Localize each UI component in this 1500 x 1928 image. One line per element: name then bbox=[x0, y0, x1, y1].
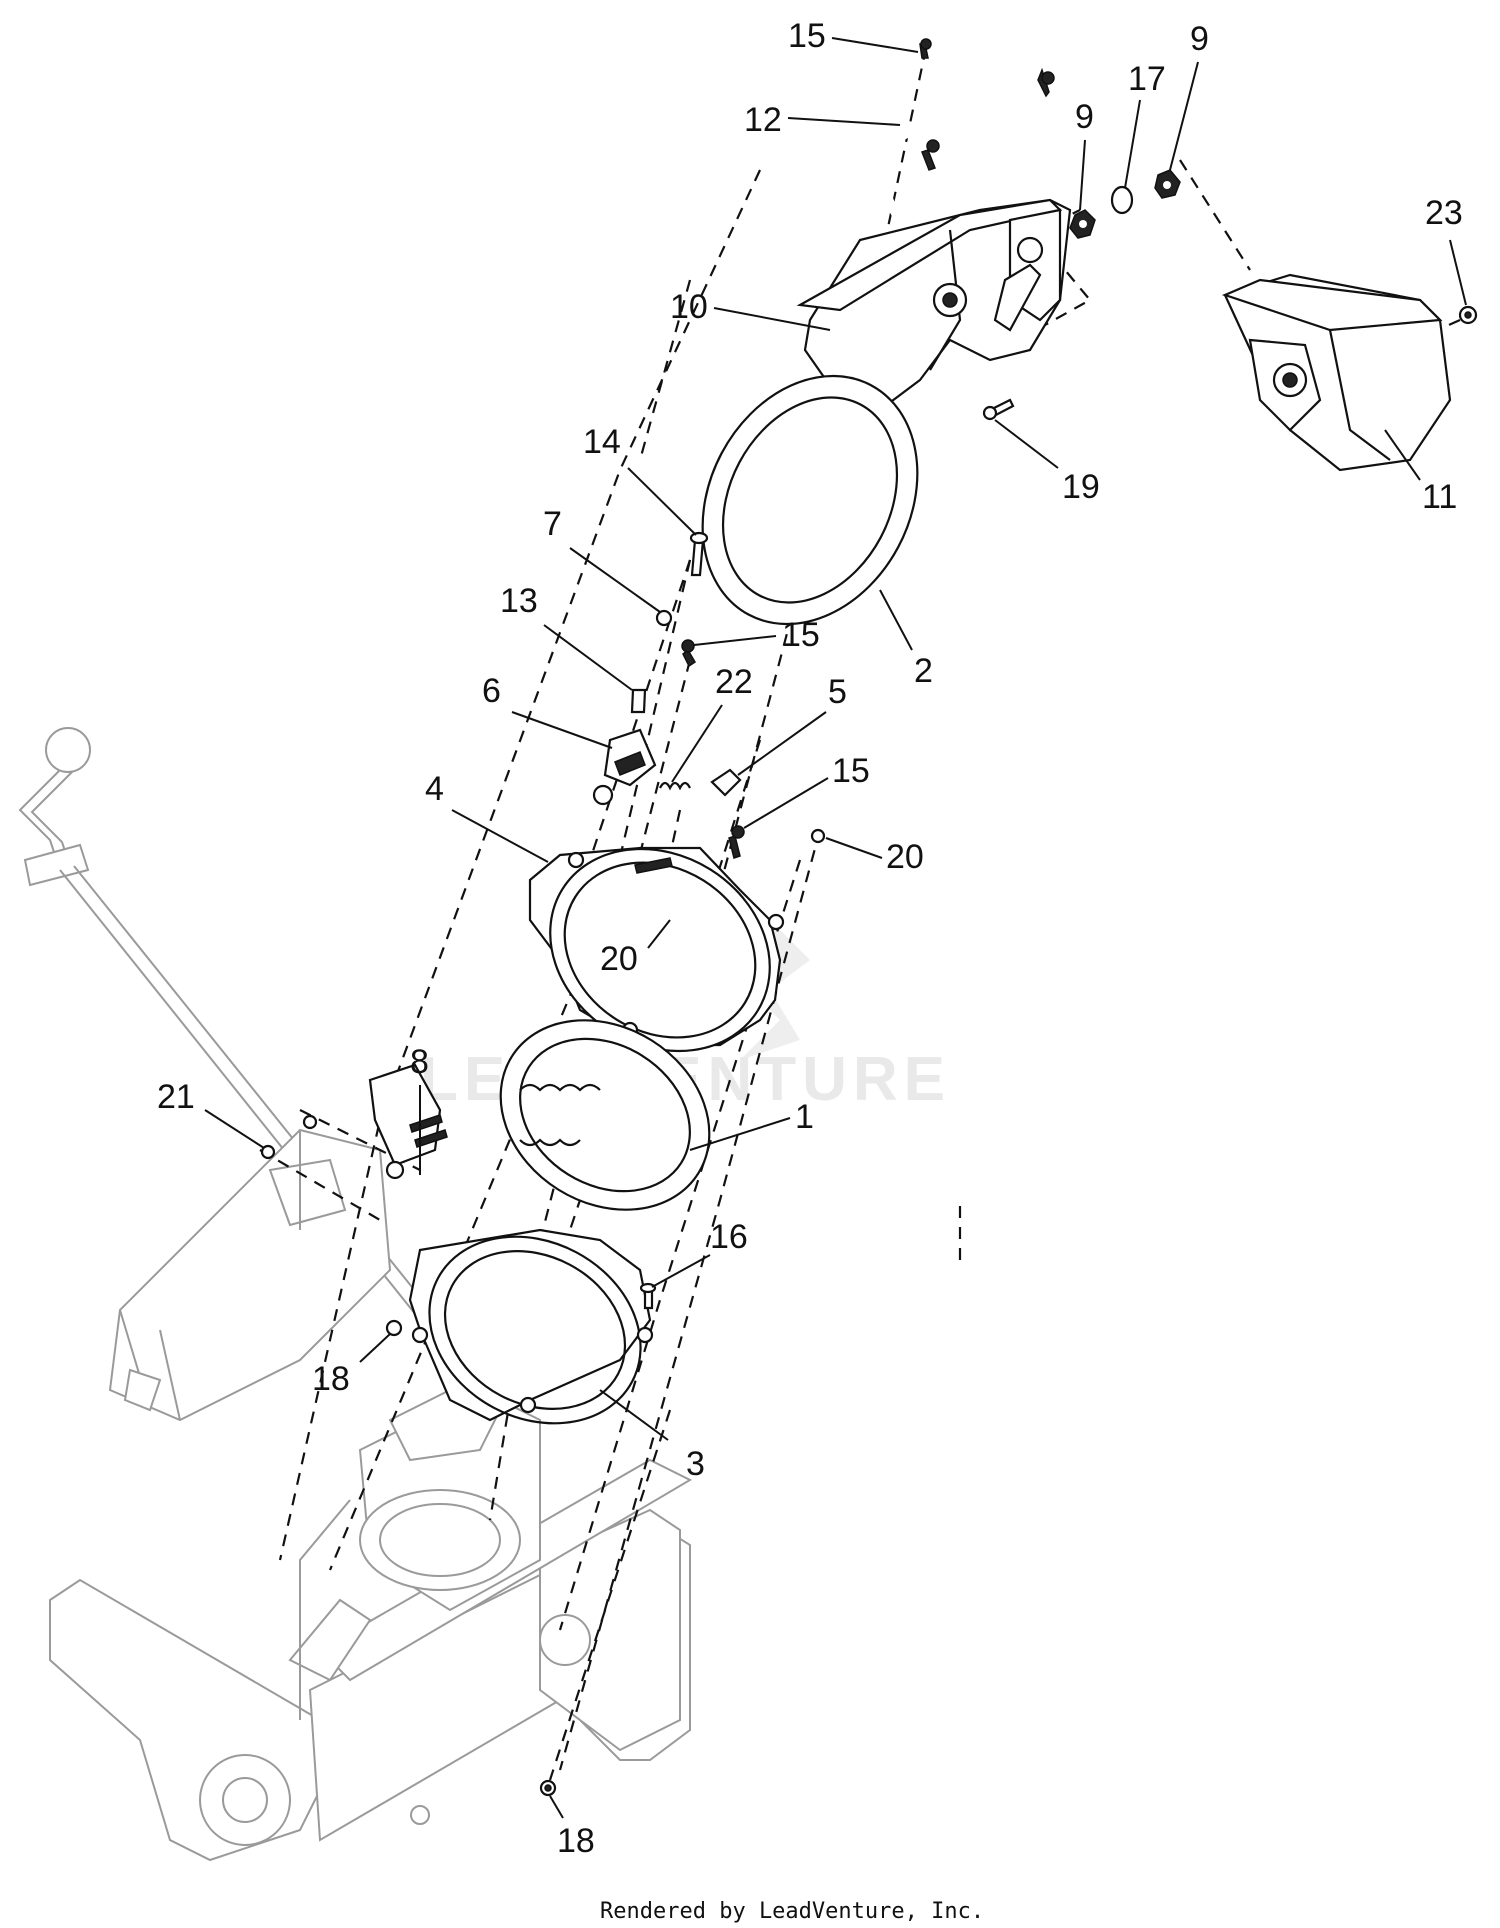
callout-7: 7 bbox=[543, 505, 661, 613]
callout-17: 17 bbox=[1124, 60, 1166, 189]
callout-13: 13 bbox=[500, 582, 633, 691]
callout-23: 23 bbox=[1425, 194, 1467, 306]
part-11-deflector bbox=[1221, 273, 1452, 472]
part-3-lower-ring bbox=[408, 1228, 654, 1425]
svg-text:9: 9 bbox=[1190, 20, 1209, 58]
part-2-ring bbox=[701, 374, 919, 626]
part-8-bracket bbox=[368, 1063, 448, 1180]
svg-text:11: 11 bbox=[1422, 478, 1457, 516]
part-4-ring-plate bbox=[528, 846, 785, 1053]
part-19-bolt bbox=[982, 398, 1015, 421]
callout-19: 19 bbox=[994, 419, 1100, 506]
part-6-bracket bbox=[592, 728, 657, 806]
svg-text:18: 18 bbox=[312, 1360, 350, 1398]
part-15b-bolt bbox=[681, 639, 697, 668]
callout-9a: 9 bbox=[1075, 98, 1094, 211]
part-5-clip bbox=[710, 768, 742, 797]
callout-16: 16 bbox=[651, 1218, 748, 1288]
callout-22: 22 bbox=[671, 663, 753, 783]
part-16-bolt bbox=[639, 1282, 657, 1310]
callout-3: 3 bbox=[599, 1389, 705, 1483]
svg-text:14: 14 bbox=[583, 423, 621, 461]
callout-18a: 18 bbox=[312, 1333, 391, 1398]
footer-credit: Rendered by LeadVenture, Inc. bbox=[600, 1899, 984, 1924]
ghost-chute-crank-bracket bbox=[108, 1128, 392, 1422]
svg-text:13: 13 bbox=[500, 582, 538, 620]
bolt-top bbox=[1037, 67, 1055, 98]
callout-15b: 15 bbox=[693, 616, 820, 654]
svg-text:9: 9 bbox=[1075, 98, 1094, 136]
svg-text:3: 3 bbox=[686, 1445, 705, 1483]
svg-text:8: 8 bbox=[410, 1043, 429, 1081]
callout-18b: 18 bbox=[549, 1795, 595, 1860]
callout-2: 2 bbox=[879, 589, 933, 690]
svg-text:21: 21 bbox=[157, 1078, 195, 1116]
svg-text:12: 12 bbox=[744, 101, 782, 139]
callout-1: 1 bbox=[689, 1098, 814, 1151]
callout-20b: 20 bbox=[600, 919, 671, 978]
callout-15a: 15 bbox=[788, 17, 919, 55]
svg-text:7: 7 bbox=[543, 505, 562, 543]
part-12-deflector-bracket-inner bbox=[875, 124, 1035, 245]
callout-20a: 20 bbox=[825, 837, 924, 876]
callout-6: 6 bbox=[482, 672, 613, 749]
svg-text:2: 2 bbox=[914, 652, 933, 690]
part-23-nut bbox=[1458, 305, 1478, 325]
svg-text:19: 19 bbox=[1062, 468, 1100, 506]
svg-text:15: 15 bbox=[782, 616, 820, 654]
svg-text:22: 22 bbox=[715, 663, 753, 701]
callout-15c: 15 bbox=[743, 752, 870, 829]
callout-8: 8 bbox=[410, 1043, 429, 1175]
svg-text:20: 20 bbox=[600, 940, 638, 978]
part-20-bolt-a bbox=[810, 828, 826, 844]
part-13-spacer bbox=[630, 688, 647, 714]
part-22-spring bbox=[659, 781, 691, 791]
svg-text:23: 23 bbox=[1425, 194, 1463, 232]
callouts: 15 12 9 17 9 23 10 19 bbox=[157, 17, 1467, 1860]
svg-text:15: 15 bbox=[832, 752, 870, 790]
part-9-star-washer-b bbox=[1154, 169, 1181, 199]
svg-text:5: 5 bbox=[828, 673, 847, 711]
svg-text:20: 20 bbox=[886, 838, 924, 876]
callout-11: 11 bbox=[1384, 429, 1457, 516]
callout-4: 4 bbox=[425, 770, 549, 863]
svg-text:17: 17 bbox=[1128, 60, 1166, 98]
svg-text:18: 18 bbox=[557, 1822, 595, 1860]
svg-text:10: 10 bbox=[670, 288, 708, 326]
callout-21: 21 bbox=[157, 1078, 265, 1149]
part-15c-bolt bbox=[728, 825, 745, 859]
svg-text:15: 15 bbox=[788, 17, 826, 55]
part-10-upper-chute bbox=[796, 198, 1072, 412]
callout-12: 12 bbox=[744, 101, 901, 139]
part-1-gear-ring bbox=[499, 1019, 711, 1211]
part-18-nut-b bbox=[539, 1779, 557, 1797]
svg-text:16: 16 bbox=[710, 1218, 748, 1256]
callout-5: 5 bbox=[737, 673, 847, 776]
part-7-washer bbox=[655, 609, 673, 627]
part-9-star-washer-a bbox=[1069, 209, 1096, 239]
part-17-washer bbox=[1110, 185, 1134, 215]
svg-text:6: 6 bbox=[482, 672, 501, 710]
callout-9b: 9 bbox=[1169, 20, 1209, 171]
callout-14: 14 bbox=[583, 423, 697, 536]
part-21-bolt-a bbox=[260, 1144, 276, 1160]
bolt-deflector bbox=[921, 139, 940, 171]
svg-text:4: 4 bbox=[425, 770, 444, 808]
ghost-auger-housing bbox=[49, 1388, 693, 1862]
bolt-15a bbox=[919, 38, 932, 59]
callout-10: 10 bbox=[670, 288, 831, 331]
part-21-bolt-b bbox=[302, 1114, 318, 1130]
svg-text:1: 1 bbox=[795, 1098, 814, 1136]
part-18-nut-a bbox=[385, 1319, 403, 1337]
part-14-pin bbox=[689, 531, 709, 577]
